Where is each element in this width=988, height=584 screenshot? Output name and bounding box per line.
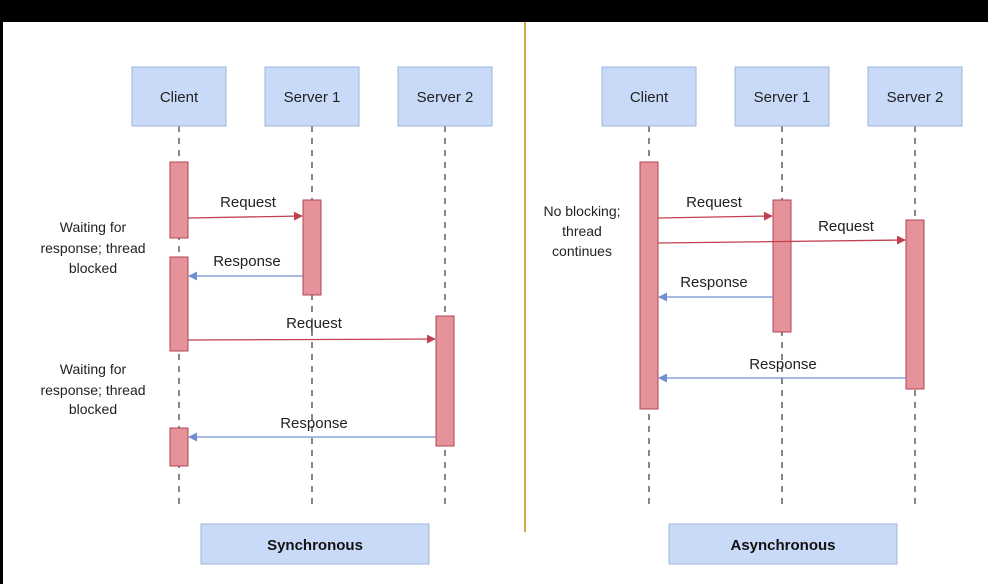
note-no-blocking: No blocking; thread continues bbox=[543, 203, 620, 259]
message-response-1-label: Response bbox=[680, 274, 748, 291]
participant-client-label: Client bbox=[160, 89, 199, 106]
participant-server2-box bbox=[397, 66, 493, 127]
note-waiting-1: Waiting for response; thread blocked bbox=[40, 219, 145, 276]
note-no-blocking-line-1: No blocking; bbox=[543, 203, 620, 219]
participant-server1-label: Server 1 bbox=[284, 89, 341, 106]
activation-client-1 bbox=[169, 161, 189, 239]
message-request-2-label: Request bbox=[286, 315, 343, 332]
note-waiting-2-line-2: response; thread bbox=[40, 382, 145, 398]
message-request-1-label: Request bbox=[686, 194, 743, 211]
message-request-2-arrow bbox=[187, 334, 436, 344]
synchronous-panel: Client Server 1 Server 2 Request Respons… bbox=[40, 66, 493, 565]
activation-client bbox=[639, 161, 659, 410]
participant-server1-box bbox=[264, 66, 360, 127]
message-response-1-label: Response bbox=[213, 253, 281, 270]
message-request-2-arrow bbox=[657, 235, 906, 245]
message-request-2-label: Request bbox=[818, 218, 875, 235]
participant-server1-label: Server 1 bbox=[754, 89, 811, 106]
activation-server1 bbox=[302, 199, 322, 296]
note-no-blocking-line-3: continues bbox=[552, 243, 612, 259]
note-waiting-1-line-1: Waiting for bbox=[60, 219, 127, 235]
footer-asynchronous-box bbox=[668, 523, 898, 565]
participant-client-box bbox=[131, 66, 227, 127]
activation-server2 bbox=[905, 219, 925, 390]
message-response-2-label: Response bbox=[749, 356, 817, 373]
footer-asynchronous-label: Asynchronous bbox=[730, 537, 835, 554]
footer-synchronous-label: Synchronous bbox=[267, 537, 363, 554]
participant-client-box bbox=[601, 66, 697, 127]
participant-server2-label: Server 2 bbox=[417, 89, 474, 106]
note-waiting-1-line-3: blocked bbox=[69, 260, 117, 276]
activation-server2 bbox=[435, 315, 455, 447]
message-request-1-arrow bbox=[187, 211, 303, 221]
message-request-1-arrow bbox=[657, 211, 773, 221]
participant-server1-box bbox=[734, 66, 830, 127]
canvas-left-border bbox=[0, 22, 3, 584]
note-waiting-2: Waiting for response; thread blocked bbox=[40, 361, 145, 417]
asynchronous-panel: Client Server 1 Server 2 Request Request… bbox=[543, 66, 963, 565]
footer-synchronous-box bbox=[200, 523, 430, 565]
note-no-blocking-line-2: thread bbox=[562, 223, 602, 239]
activation-client-2 bbox=[169, 256, 189, 352]
note-waiting-2-line-1: Waiting for bbox=[60, 361, 127, 377]
note-waiting-2-line-3: blocked bbox=[69, 401, 117, 417]
note-waiting-1-line-2: response; thread bbox=[40, 240, 145, 256]
activation-server1 bbox=[772, 199, 792, 333]
participant-client-label: Client bbox=[630, 89, 669, 106]
activation-client-3 bbox=[169, 427, 189, 467]
message-request-1-label: Request bbox=[220, 194, 277, 211]
participant-server2-box bbox=[867, 66, 963, 127]
participant-server2-label: Server 2 bbox=[887, 89, 944, 106]
message-response-2-label: Response bbox=[280, 415, 348, 432]
